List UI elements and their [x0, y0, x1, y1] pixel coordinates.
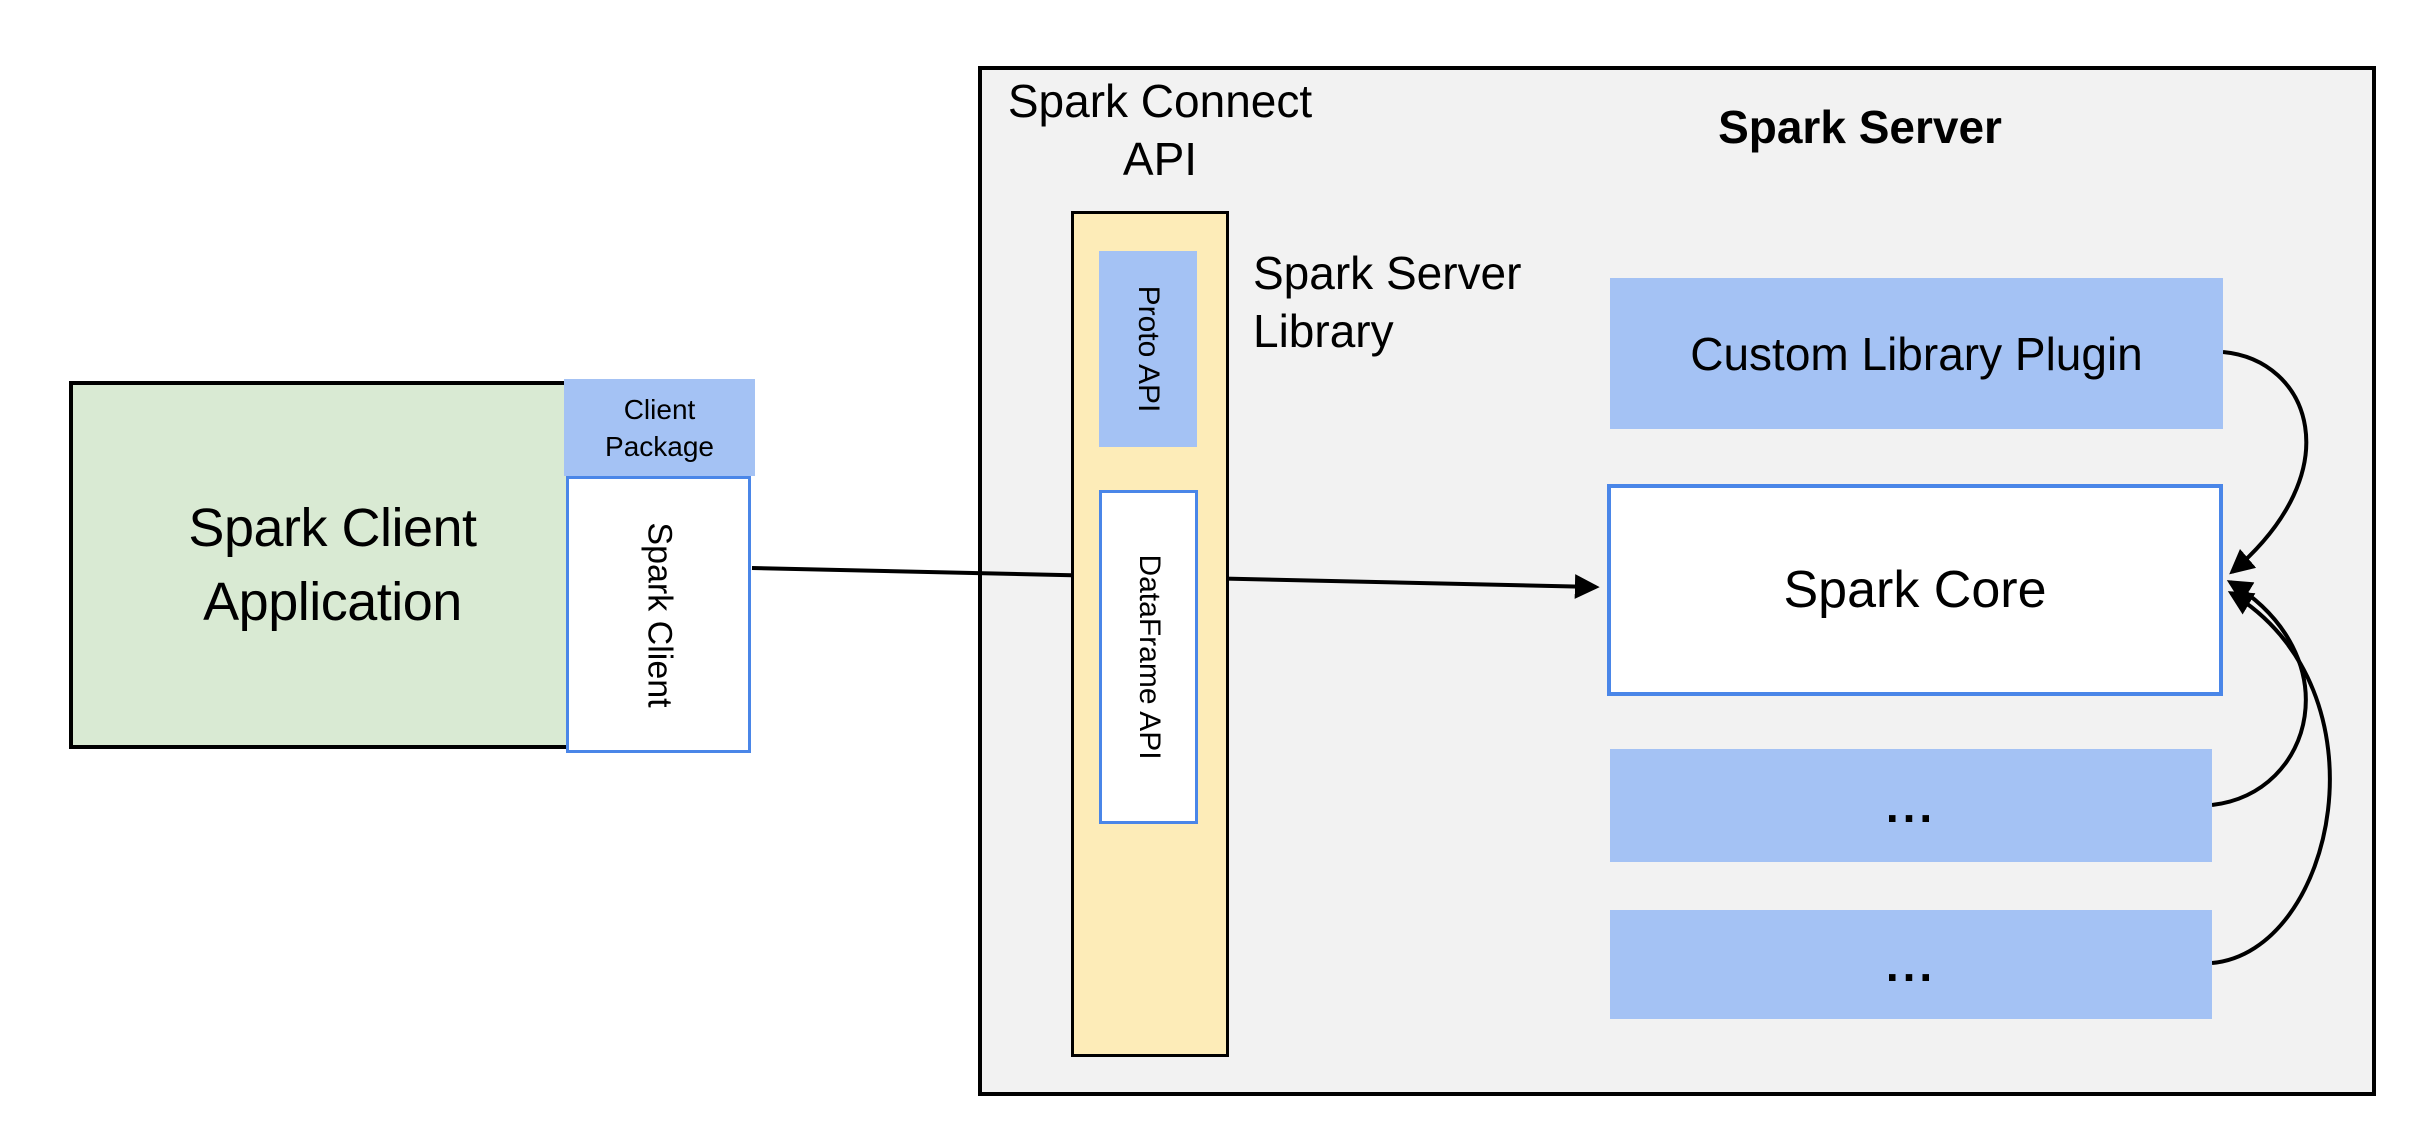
spark-client-application-box: Spark Client Application — [69, 381, 596, 749]
spark-client-application-label: Spark Client Application — [188, 498, 477, 632]
dataframe-api-box: DataFrame API — [1099, 490, 1198, 824]
proto-api-box: Proto API — [1099, 251, 1197, 447]
spark-client-label: Spark Client — [640, 521, 678, 708]
client-package-label: Client Package — [605, 393, 714, 462]
spark-core-box: Spark Core — [1607, 484, 2223, 696]
spark-connect-api-label: Spark Connect API — [1007, 75, 1313, 185]
dataframe-api-label: DataFrame API — [1132, 554, 1166, 760]
spark-server-title: Spark Server — [1718, 101, 2002, 153]
custom-library-plugin-label: Custom Library Plugin — [1690, 327, 2143, 380]
custom-library-plugin-box: Custom Library Plugin — [1610, 278, 2223, 429]
proto-api-label: Proto API — [1132, 285, 1165, 413]
more-plugins-box-top: ... — [1610, 749, 2212, 862]
more-plugins-box-bottom: ... — [1610, 910, 2212, 1019]
more-plugins-bottom-label: ... — [1885, 938, 1937, 991]
spark-server-library-label: Spark Server Library — [1253, 247, 1522, 357]
client-package-box: Client Package — [564, 379, 755, 476]
spark-core-label: Spark Core — [1783, 561, 2047, 619]
more-plugins-top-label: ... — [1885, 779, 1937, 832]
spark-client-box: Spark Client — [566, 476, 751, 753]
